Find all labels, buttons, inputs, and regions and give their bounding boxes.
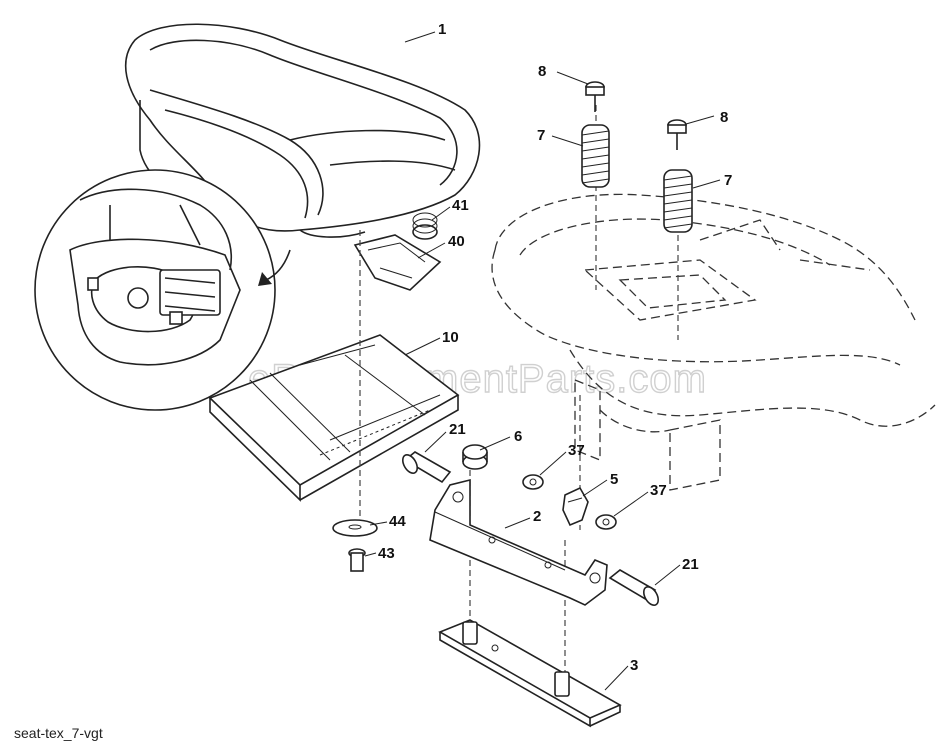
callout-8: 8 [538, 63, 546, 80]
diagram-code-caption: seat-tex_7-vgt [14, 725, 103, 741]
switch-part-5 [562, 486, 589, 527]
seat-bracket-part-40 [353, 234, 442, 291]
seat-pan-part-10 [208, 334, 460, 502]
spring-part-7-left [581, 124, 610, 188]
callout-2: 2 [533, 508, 541, 525]
callout-8: 8 [720, 109, 728, 126]
curved-arrow-icon [258, 249, 291, 286]
callout-37: 37 [568, 442, 585, 459]
mounting-bracket-part-2 [429, 478, 608, 606]
spring-part-7-right [663, 169, 693, 233]
callout-3: 3 [630, 657, 638, 674]
callout-7: 7 [537, 127, 545, 144]
nut-part-6 [462, 444, 488, 470]
callout-37: 37 [650, 482, 667, 499]
callout-7: 7 [724, 172, 732, 189]
nut-part-37-left [522, 474, 544, 490]
callout-1: 1 [438, 21, 446, 38]
bolt-part-8-left [585, 81, 605, 112]
bolt-part-21-right [608, 569, 660, 606]
callout-labels: 1 8 8 7 7 41 40 10 21 6 37 5 37 2 44 43 … [378, 21, 732, 674]
callout-41: 41 [452, 197, 469, 214]
callout-43: 43 [378, 545, 395, 562]
nut-part-37-right [595, 514, 617, 530]
callout-44: 44 [389, 513, 406, 530]
bolt-part-8-right [667, 119, 687, 150]
callout-40: 40 [448, 233, 465, 250]
callout-10: 10 [442, 329, 459, 346]
callout-leaders [364, 31, 721, 691]
detail-inset-circle [34, 169, 276, 411]
callout-21: 21 [449, 421, 466, 438]
bolt-part-21-left [401, 451, 452, 484]
washer-part-44 [332, 519, 378, 537]
callout-5: 5 [610, 471, 618, 488]
chassis-fender-outline [491, 193, 936, 491]
bolt-part-43 [348, 548, 366, 572]
plate-part-3 [438, 619, 622, 728]
spring-part-41 [412, 212, 438, 240]
callout-6: 6 [514, 428, 522, 445]
callout-21: 21 [682, 556, 699, 573]
